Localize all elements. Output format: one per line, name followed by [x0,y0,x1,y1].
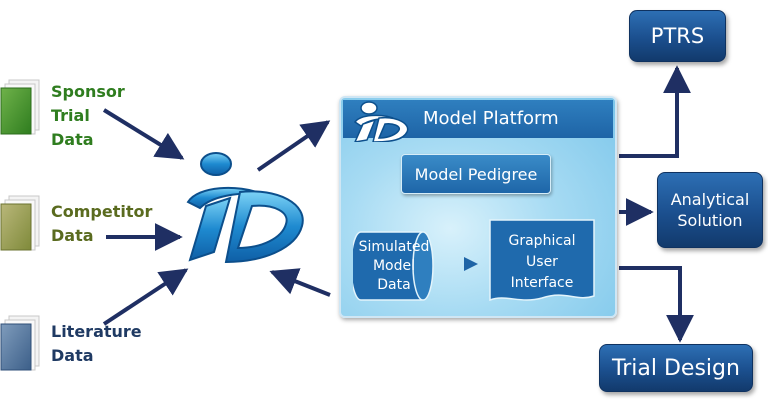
source-label-line: Data [51,130,94,149]
document-stack-icon [0,195,40,251]
arrow-platform-to-id [269,268,331,297]
document-stack-icon [0,315,40,371]
source-label-line: Data [51,226,94,245]
source-label-line: Sponsor [51,82,125,101]
graphical-user-interface-box: Graphical User Interface [486,218,598,306]
platform-title: Model Platform [423,108,559,129]
id-logo-icon [353,101,409,142]
analytical-solution-label: Analytical Solution [670,190,750,230]
cylinder-shape [353,231,434,301]
analytical-solution-box: Analytical Solution [657,172,763,248]
ptrs-box: PTRS [629,10,726,62]
source-label-line: Data [51,346,94,365]
trial-design-box: Trial Design [599,344,753,392]
model-pedigree-box: Model Pedigree [401,154,551,194]
gui-shape [489,219,595,302]
source-label-line: Competitor [51,202,153,221]
id-logo-icon [186,152,304,264]
document-stack-icon [0,79,40,135]
source-label-line: Trial [51,106,90,125]
source-label-line: Literature [51,322,142,341]
graphical-user-interface-label: Graphical User Interface [508,232,576,291]
platform-header: Model Platform [343,100,613,142]
arrow-literature-to-id [102,268,189,326]
arrow-platform-to-ptrs [619,65,691,158]
small-arrow-icon [464,257,478,271]
arrow-platform-to-trial [619,266,694,343]
arrow-sponsor-to-id [102,108,185,160]
simulated-model-data-box: Simulated Model Data [353,230,435,302]
arrow-id-to-platform [256,120,331,172]
model-platform-panel: Model Platform Model Pedigree Simulated … [339,96,617,318]
simulated-model-data-label: Simulated Model Data [358,238,430,293]
